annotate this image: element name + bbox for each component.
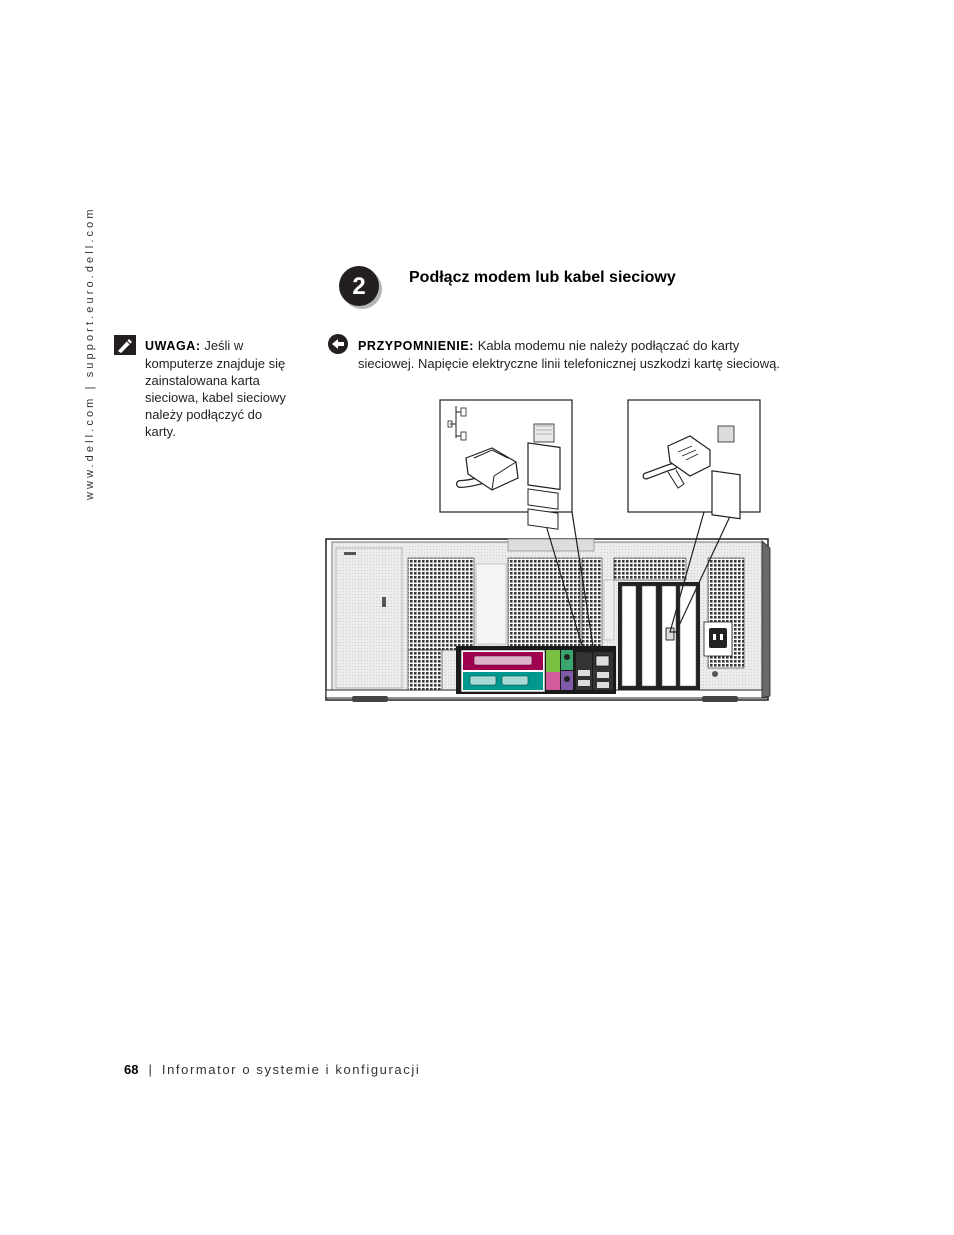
network-callout	[439, 399, 595, 653]
note-pencil-icon	[114, 335, 136, 355]
audio-port	[546, 650, 560, 672]
notice-icon	[328, 334, 348, 354]
network-port	[595, 655, 610, 667]
network-symbol-icon	[447, 406, 467, 441]
footer-title: Informator o systemie i konfiguracji	[161, 1062, 421, 1077]
expansion-slots	[618, 582, 700, 690]
modem-cable-plug	[642, 435, 711, 489]
note-label: UWAGA:	[145, 339, 201, 353]
io-panel	[456, 646, 616, 694]
step-number: 2	[352, 273, 365, 300]
vent-grilles	[407, 557, 745, 691]
side-url: www.dell.com | support.euro.dell.com	[84, 206, 96, 500]
computer-back-panel-illustration	[325, 399, 771, 702]
page-number: 68	[124, 1062, 139, 1077]
notice-text: PRZYPOMNIENIE: Kabla modemu nie należy p…	[358, 337, 798, 372]
notice-body: Kabla modemu nie należy podłączać do kar…	[358, 338, 780, 371]
notice-label: PRZYPOMNIENIE:	[358, 339, 475, 353]
note-body: Jeśli w komputerze znajduje się zainstal…	[145, 338, 286, 439]
note-text: UWAGA: Jeśli w komputerze znajduje się z…	[145, 337, 295, 440]
footer-separator: |	[148, 1062, 152, 1077]
network-cable-plug	[456, 447, 519, 491]
modem-port	[665, 627, 675, 641]
modem-callout	[627, 399, 761, 633]
step-title: Podłącz modem lub kabel sieciowy	[409, 269, 676, 286]
page-footer: 68 | Informator o systemie i konfiguracji	[124, 1062, 420, 1077]
step-number-badge: 2	[339, 266, 382, 309]
power-connector	[703, 621, 733, 677]
